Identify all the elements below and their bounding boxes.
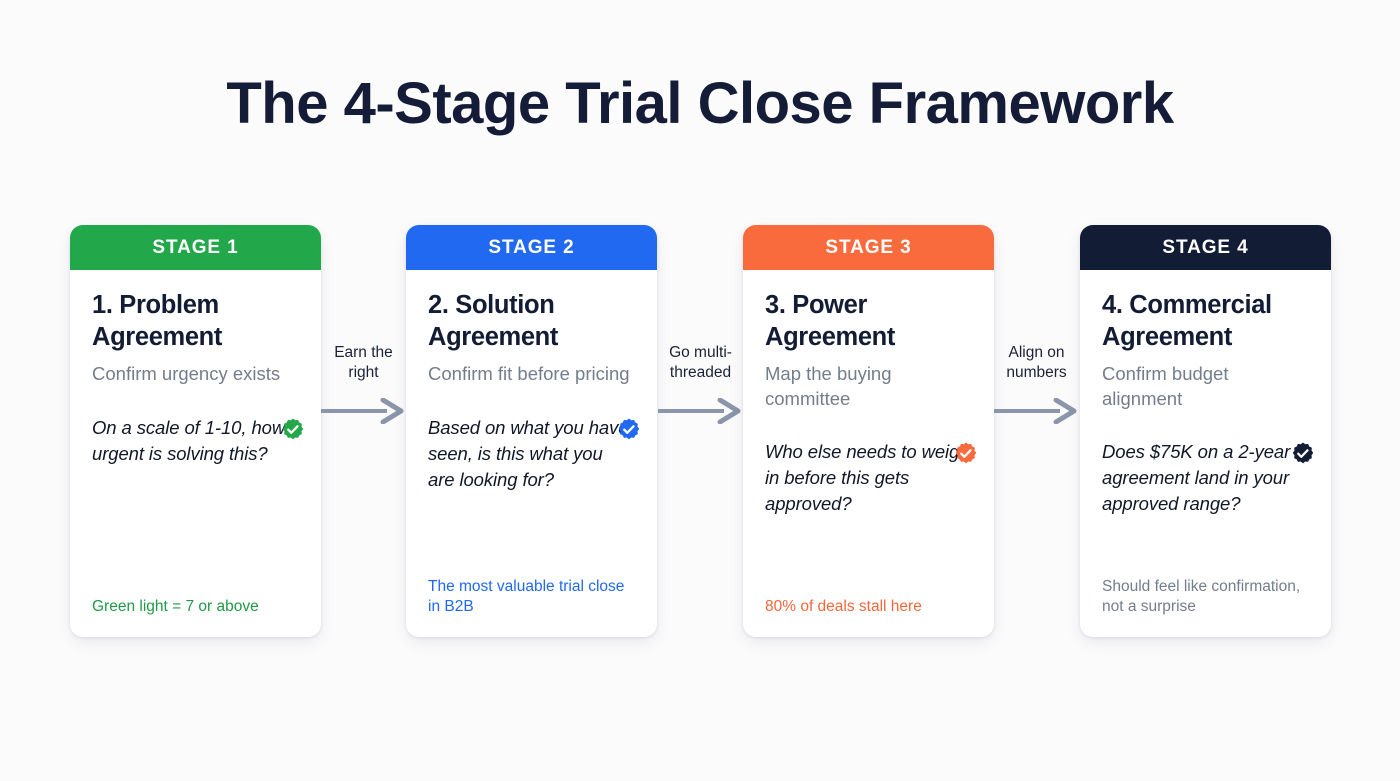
stage-header-label: STAGE 4 bbox=[1162, 236, 1249, 258]
stage-title: 1. Problem Agreement bbox=[92, 291, 223, 351]
stage-card-4[interactable]: STAGE 4 4. Commercial Agreement Confirm … bbox=[1080, 225, 1331, 637]
stage-header-3: STAGE 3 bbox=[743, 225, 994, 270]
stage-question: Does $75K on a 2-year agreement land in … bbox=[1102, 441, 1291, 515]
stage-subtitle: Confirm fit before pricing bbox=[428, 363, 630, 385]
connector-3: Align on numbers bbox=[994, 225, 1079, 637]
stage-title: 4. Commercial Agreement bbox=[1102, 291, 1272, 351]
verified-check-badge-icon bbox=[953, 441, 979, 467]
verified-check-badge-icon bbox=[280, 417, 306, 443]
stage-header-label: STAGE 1 bbox=[152, 236, 239, 258]
stage-body-1: 1. Problem Agreement Confirm urgency exi… bbox=[70, 270, 321, 637]
stage-flow-diagram: STAGE 1 1. Problem Agreement Confirm urg… bbox=[70, 225, 1332, 637]
stage-title: 3. Power Agreement bbox=[765, 291, 896, 351]
stage-card-2[interactable]: STAGE 2 2. Solution Agreement Confirm fi… bbox=[406, 225, 657, 637]
stage-question: On a scale of 1-10, how urgent is solvin… bbox=[92, 416, 286, 464]
connector-label: Align on numbers bbox=[1006, 344, 1067, 381]
stage-footer-note: The most valuable trial close in B2B bbox=[428, 577, 625, 615]
stage-card-1[interactable]: STAGE 1 1. Problem Agreement Confirm urg… bbox=[70, 225, 321, 637]
stage-header-2: STAGE 2 bbox=[406, 225, 657, 270]
stage-subtitle: Confirm budget alignment bbox=[1102, 363, 1229, 409]
stage-question: Who else needs to weigh in before this g… bbox=[765, 441, 970, 515]
verified-check-badge-icon bbox=[1290, 441, 1316, 467]
stage-subtitle: Map the buying committee bbox=[765, 363, 892, 409]
stage-header-4: STAGE 4 bbox=[1080, 225, 1331, 270]
stage-header-1: STAGE 1 bbox=[70, 225, 321, 270]
stage-card-3[interactable]: STAGE 3 3. Power Agreement Map the buyin… bbox=[743, 225, 994, 637]
stage-question-block: On a scale of 1-10, how urgent is solvin… bbox=[92, 415, 304, 467]
connector-2: Go multi-threaded bbox=[658, 225, 743, 637]
stage-question-block: Does $75K on a 2-year agreement land in … bbox=[1102, 439, 1314, 517]
stage-header-label: STAGE 2 bbox=[488, 236, 575, 258]
connector-label: Earn the right bbox=[334, 344, 393, 381]
stage-question: Based on what you have seen, is this wha… bbox=[428, 416, 629, 490]
stage-question-block: Based on what you have seen, is this wha… bbox=[428, 415, 640, 493]
arrow-right-icon bbox=[994, 398, 1079, 424]
stage-body-3: 3. Power Agreement Map the buying commit… bbox=[743, 270, 994, 637]
verified-check-badge-icon bbox=[616, 417, 642, 443]
arrow-right-icon bbox=[658, 398, 743, 424]
connector-1: Earn the right bbox=[321, 225, 406, 637]
stage-footer-note: Green light = 7 or above bbox=[92, 597, 259, 615]
stage-header-label: STAGE 3 bbox=[825, 236, 912, 258]
stage-footer-note: Should feel like confirmation, not a sur… bbox=[1102, 577, 1301, 615]
stage-footer-note: 80% of deals stall here bbox=[765, 597, 922, 615]
stage-body-4: 4. Commercial Agreement Confirm budget a… bbox=[1080, 270, 1331, 637]
stage-title: 2. Solution Agreement bbox=[428, 291, 559, 351]
stage-question-block: Who else needs to weigh in before this g… bbox=[765, 439, 977, 517]
page-title: The 4-Stage Trial Close Framework bbox=[226, 71, 1174, 136]
stage-subtitle: Confirm urgency exists bbox=[92, 363, 281, 385]
stage-body-2: 2. Solution Agreement Confirm fit before… bbox=[406, 270, 657, 637]
connector-label: Go multi-threaded bbox=[669, 344, 732, 381]
arrow-right-icon bbox=[321, 398, 406, 424]
